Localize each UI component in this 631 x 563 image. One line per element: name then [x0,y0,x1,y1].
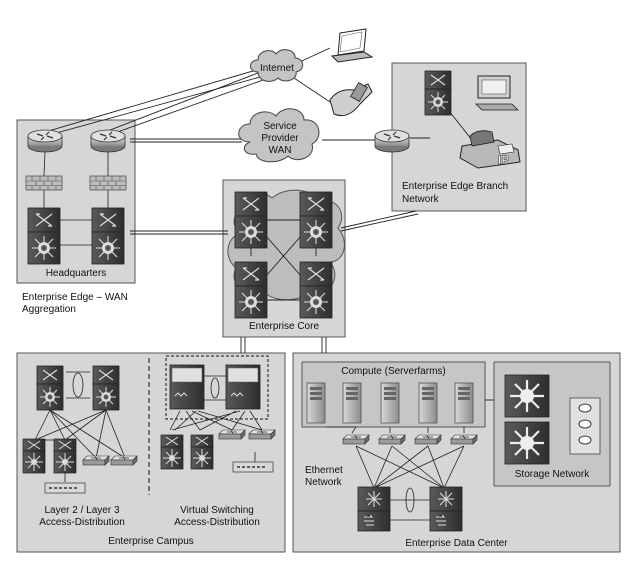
campus-flat-switch-1 [82,455,110,466]
campus-label: Enterprise Campus [108,536,194,547]
campus-vss-flat-1 [218,429,246,440]
core-switch-1 [234,191,268,249]
san-switch-2 [504,421,550,465]
campus-vss-flat-2 [248,429,276,440]
server-3 [380,382,400,424]
ip-badge: IP [498,153,509,167]
campus-dist-switch-1 [36,365,64,411]
compute-label: Compute (Serverfarms) [341,366,446,377]
campus-l23-links [34,371,126,482]
core-switch-4 [299,261,333,319]
disk-array-icon [569,397,601,455]
server-4 [418,382,438,424]
headquarters-label: Headquarters [45,268,107,279]
pc-icon [475,75,519,111]
vs-label-line-1: Virtual Switching [180,505,254,516]
wan-label-line-3: WAN [268,145,292,156]
wan-label-line-1: Service [263,121,297,132]
server-5 [454,382,474,424]
core-mesh-links [250,219,317,301]
branch-label-line-2: Network [402,194,439,205]
campus-vss-access-2 [190,434,214,470]
hq-router-1 [27,129,63,153]
wan-links [44,47,494,401]
dc-links [326,426,465,521]
server-1 [306,382,326,424]
internet-label: Internet [260,63,294,74]
dc-nexus-switch-1 [357,486,391,532]
campus-hub-2 [232,461,274,473]
branch-switch [424,70,452,116]
dc-flat-switch-2 [378,434,406,445]
ethernet-label-line-1: Ethernet [305,465,343,476]
branch-router [374,129,410,153]
wan-cloud [238,108,320,163]
campus-vss-access-1 [160,434,184,470]
storage-label: Storage Network [514,469,590,480]
edge-caption-line-1: Enterprise Edge – WAN [22,292,128,303]
san-switch-1 [504,374,550,418]
data-center-label: Enterprise Data Center [405,538,508,549]
l23-label-line-2: Access-Distribution [39,517,125,528]
core-switch-2 [299,191,333,249]
campus-vss-links [169,410,263,462]
hq-router-2 [90,129,126,153]
campus-flat-switch-2 [110,455,138,466]
ip-phone-icon [459,130,521,169]
hq-switch-1 [27,207,61,265]
hq-links [43,151,109,246]
campus-access-switch-1 [22,438,46,474]
dc-nexus-switch-2 [429,486,463,532]
dc-flat-switch-4 [450,434,478,445]
l23-label-line-1: Layer 2 / Layer 3 [44,505,120,516]
campus-hub-1 [44,482,86,494]
wan-label-line-2: Provider [261,133,299,144]
edge-caption-line-2: Aggregation [22,304,76,315]
core-switch-3 [234,261,268,319]
campus-access-switch-2 [53,438,77,474]
ethernet-label-line-2: Network [305,477,342,488]
branch-label-line-1: Enterprise Edge Branch [402,181,509,192]
hq-switch-2 [91,207,125,265]
vs-label-line-2: Access-Distribution [174,517,260,528]
vss-cluster [165,355,269,420]
core-label: Enterprise Core [248,321,320,332]
dc-flat-switch-3 [414,434,442,445]
mobile-phone-icon [329,82,373,117]
hq-firewall-2 [89,175,127,191]
internet-cloud [250,49,304,82]
dc-flat-switch-1 [342,434,370,445]
campus-dist-switch-2 [92,365,120,411]
laptop-icon [330,28,374,63]
hq-firewall-1 [25,175,63,191]
server-2 [342,382,362,424]
